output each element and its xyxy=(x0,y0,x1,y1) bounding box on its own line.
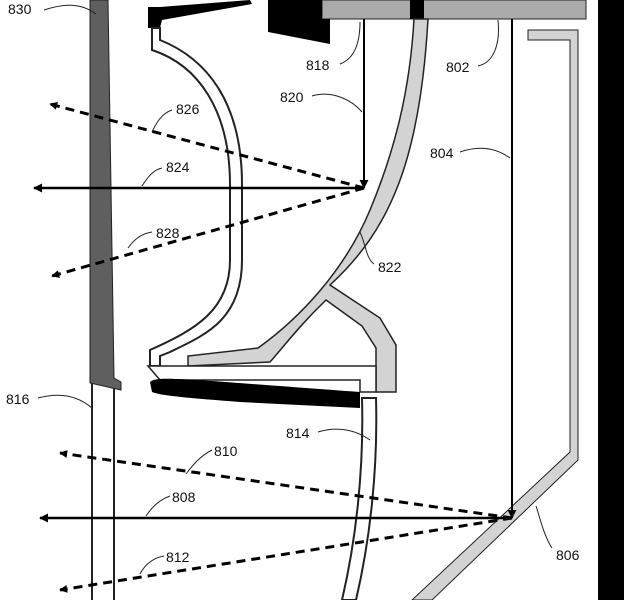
dark-panel-830 xyxy=(90,0,121,390)
inner-frame-curve xyxy=(150,28,242,366)
label-804: 804 xyxy=(430,145,454,161)
label-822: 822 xyxy=(378,259,402,275)
leader-806 xyxy=(536,506,552,548)
leader-804 xyxy=(460,148,510,158)
label-828: 828 xyxy=(156,225,180,241)
label-812: 812 xyxy=(166,549,190,565)
label-826: 826 xyxy=(176,101,200,117)
top-block-802 xyxy=(322,0,586,19)
leader-820 xyxy=(312,94,362,112)
label-810: 810 xyxy=(214,443,238,459)
label-806: 806 xyxy=(556,547,580,563)
leader-816 xyxy=(38,395,92,408)
label-824: 824 xyxy=(166,159,190,175)
label-820: 820 xyxy=(280,89,304,105)
leader-824 xyxy=(142,168,162,186)
leader-808 xyxy=(146,496,170,516)
ray-810 xyxy=(60,453,512,518)
leader-830 xyxy=(44,5,96,14)
leader-812 xyxy=(140,556,164,574)
label-802: 802 xyxy=(446,59,470,75)
top-wedge xyxy=(148,0,252,28)
label-830: 830 xyxy=(8,1,32,17)
label-818: 818 xyxy=(306,57,330,73)
label-816: 816 xyxy=(6,391,30,407)
curved-optic-822 xyxy=(188,19,428,392)
leader-810 xyxy=(186,450,212,474)
right-wall xyxy=(598,0,624,600)
leader-828 xyxy=(128,232,152,248)
label-808: 808 xyxy=(172,489,196,505)
dark-bracket-818 xyxy=(268,0,330,44)
top-black-tab xyxy=(410,0,424,19)
leader-826 xyxy=(152,110,172,132)
black-shelf xyxy=(150,379,360,408)
leader-818 xyxy=(340,22,360,64)
leader-802 xyxy=(478,20,498,66)
label-814: 814 xyxy=(286,425,310,441)
